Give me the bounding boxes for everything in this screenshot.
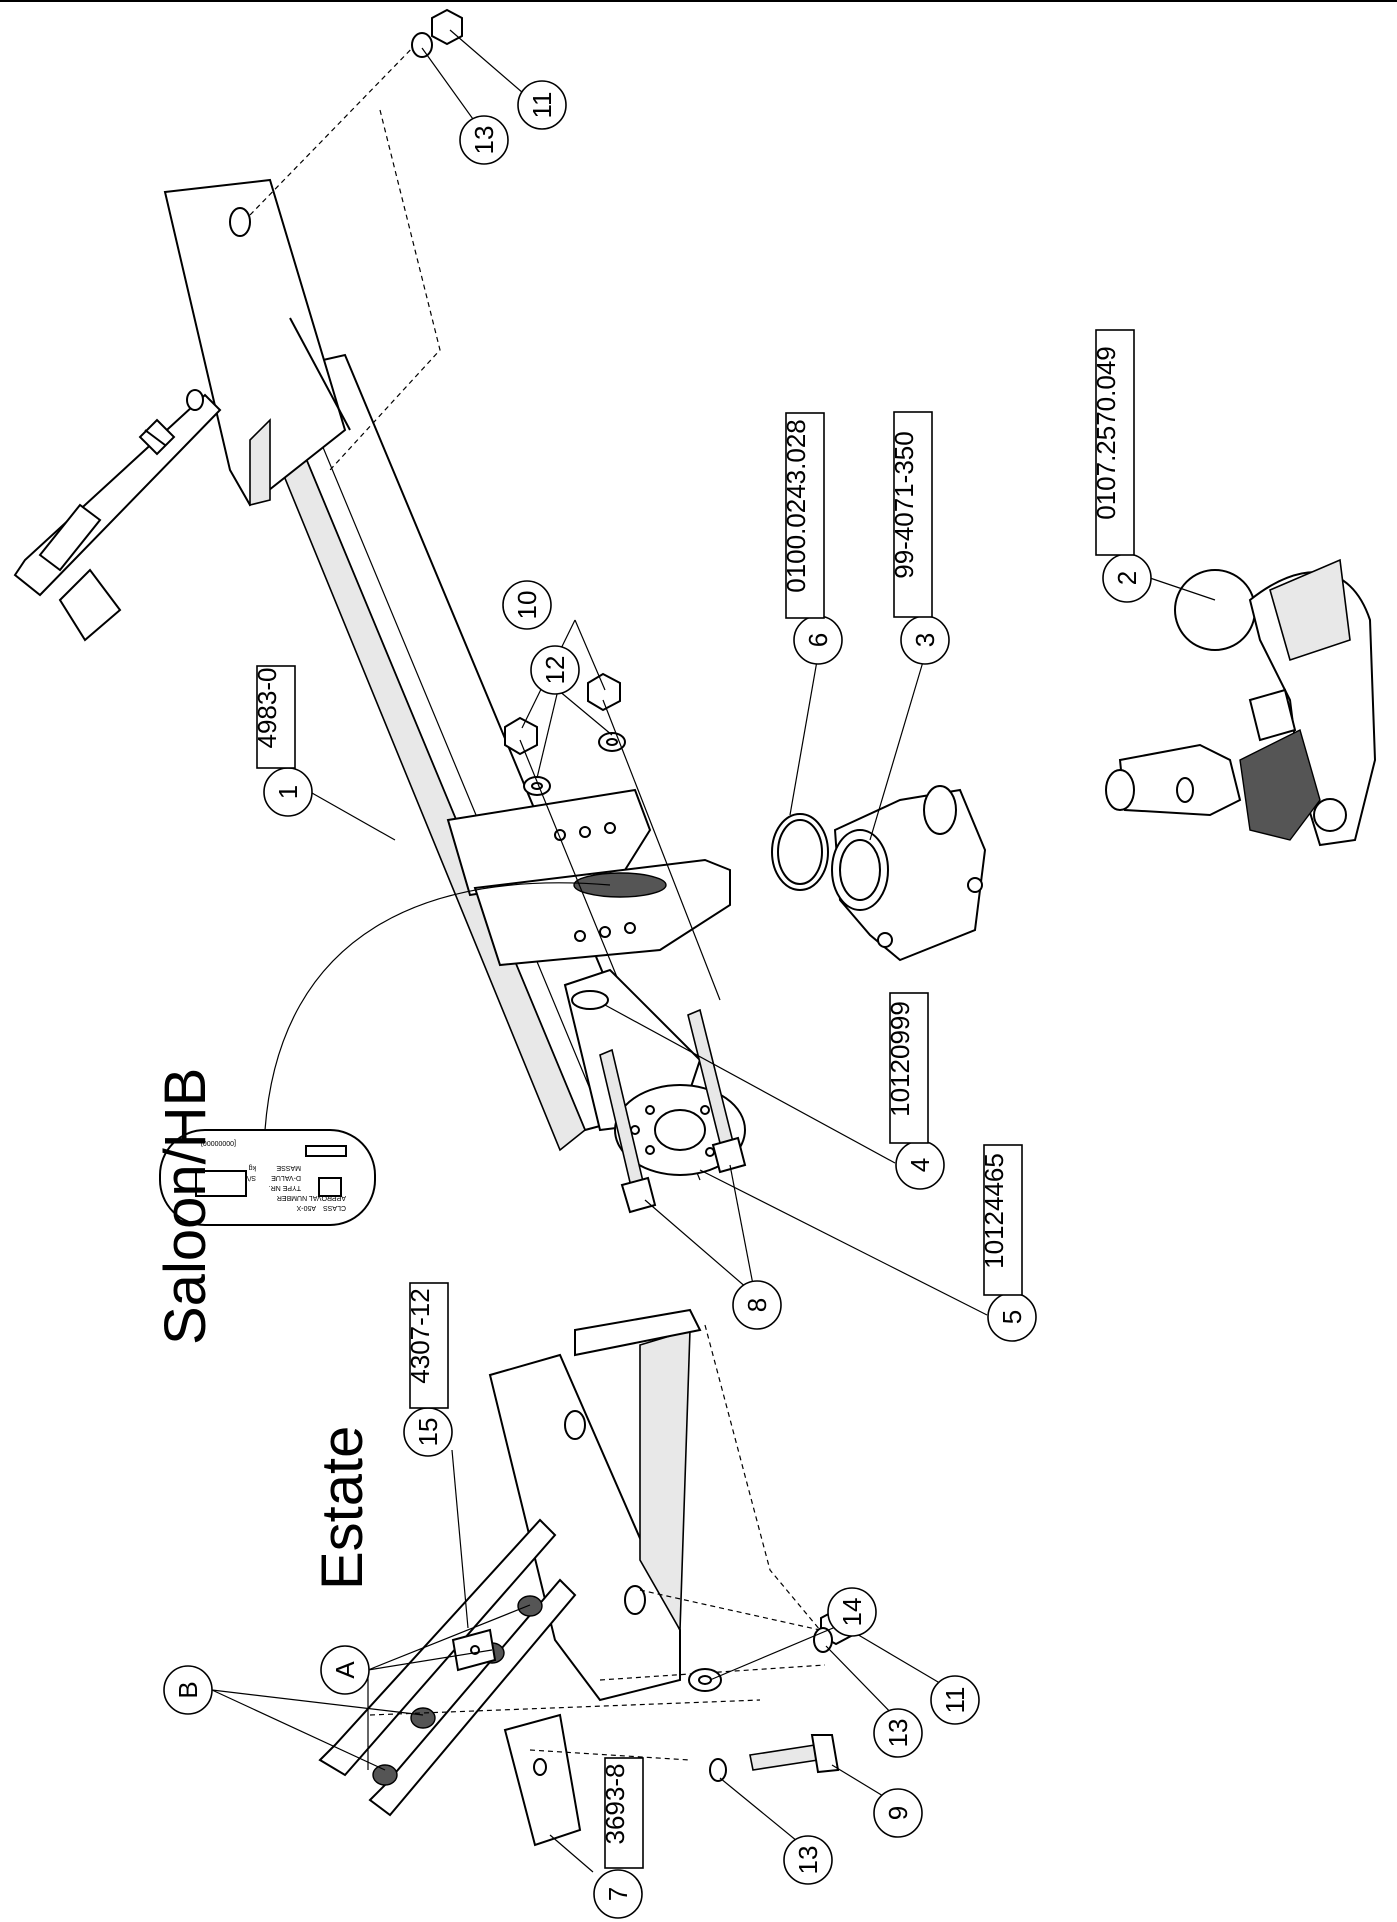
flange-assembly (563, 968, 747, 1214)
plate-line6: MASSE (276, 1164, 301, 1171)
part-number-7: 3693-8 (600, 1757, 644, 1869)
towball-hook (1105, 558, 1377, 847)
plate-line8: kg (249, 1164, 257, 1171)
estate-label: Estate (310, 1426, 375, 1590)
bubble-B: B (163, 1665, 213, 1715)
bubble-B-text: B (173, 1681, 203, 1698)
bubble-A: A (320, 1645, 370, 1695)
part-number-1: 4983-0 (252, 665, 296, 769)
part-number-15: 4307-12 (405, 1282, 449, 1409)
rail-nut-B2 (410, 1707, 436, 1729)
flange-4-hole (571, 990, 609, 1010)
plate-line2: A50-X (296, 1204, 316, 1211)
plate-line1: CLASS (323, 1204, 346, 1211)
plate-text-group: CLASS A50-X APPROVAL NUMBER TYPE NR. D-V… (195, 1139, 347, 1211)
bubble-15-text: 15 (413, 1418, 443, 1447)
bubble-8: 8 (732, 1280, 782, 1330)
upper-mounting-rail (13, 389, 222, 642)
part-number-5: 10124465 (979, 1144, 1023, 1296)
bubble-13-bottom: 13 (783, 1835, 833, 1885)
bubble-13-bottom-text: 13 (793, 1846, 823, 1875)
bubble-5-text: 5 (997, 1310, 1027, 1324)
bubble-15: 15 (403, 1407, 453, 1457)
bubble-5: 5 (987, 1292, 1037, 1342)
bubble-4-text: 4 (905, 1158, 935, 1172)
bubble-9: 9 (873, 1788, 923, 1838)
lower-mounting-rail (318, 1518, 577, 1817)
part-7-plate (503, 1713, 582, 1847)
rail-nut-A2 (517, 1595, 543, 1617)
bubble-13-top-text: 13 (469, 126, 499, 155)
leader-lines (211, 29, 1216, 1873)
bolt-9 (749, 1744, 819, 1771)
saloon-hb-label: Saloon/HB (153, 1068, 218, 1345)
bottom-fasteners (411, 8, 852, 1782)
bracket-bolt-hole (229, 207, 251, 237)
callout-bubbles: 1 2 3 4 5 6 7 8 9 10 11 11 12 13 13 13 1… (163, 80, 1152, 1919)
nut-11-top (431, 8, 463, 46)
lower-bracket-hole-2 (624, 1585, 646, 1615)
washer-13-top (411, 32, 433, 58)
plate-line4: TYPE NR. (269, 1184, 301, 1191)
part-number-3: 99-4071-350 (889, 411, 933, 618)
part-number-15-text: 4307-12 (405, 1288, 435, 1383)
washer-13-bottom (709, 1758, 727, 1782)
bubble-13-mid-text: 13 (883, 1719, 913, 1748)
bubble-7: 7 (593, 1869, 643, 1919)
bubble-11-bottom: 11 (930, 1675, 980, 1725)
bubble-8-text: 8 (742, 1298, 772, 1312)
plate-line5: D-VALUE (271, 1174, 301, 1181)
part-number-6-text: 0100.0243.028 (781, 419, 811, 593)
bubble-14-text: 14 (837, 1598, 867, 1627)
part-number-5-text: 10124465 (979, 1153, 1009, 1269)
bubble-10: 10 (502, 580, 552, 630)
bubble-6: 6 (793, 615, 843, 665)
lower-bracket-hole-1 (564, 1410, 586, 1440)
bubble-A-text: A (330, 1661, 360, 1679)
bubble-1-text: 1 (273, 785, 303, 799)
part-number-boxes: 4983-0 0107.2570.049 99-4071-350 1012099… (252, 329, 1135, 1869)
plate-line9: [00000000] (201, 1139, 236, 1146)
bubble-12: 12 (530, 645, 580, 695)
part-number-6: 0100.0243.028 (781, 412, 825, 619)
bubble-12-text: 12 (540, 656, 570, 685)
bubble-4: 4 (895, 1140, 945, 1190)
part-number-4: 10120999 (885, 992, 929, 1144)
towball (1174, 569, 1256, 651)
bubble-11-bottom-text: 11 (940, 1687, 970, 1714)
bubble-1: 1 (263, 767, 313, 817)
bubble-11-top: 11 (517, 80, 567, 130)
bubble-2: 2 (1102, 553, 1152, 603)
rail-nut-B1 (372, 1764, 398, 1786)
lower-side-bracket (488, 1308, 702, 1702)
nut-10-right (587, 672, 621, 712)
part-number-3-text: 99-4071-350 (889, 431, 919, 578)
part-number-4-text: 10120999 (885, 1001, 915, 1117)
bubble-13-mid: 13 (873, 1708, 923, 1758)
part-number-1-text: 4983-0 (252, 668, 282, 749)
nut-10-left (504, 716, 538, 756)
part-number-2-text: 0107.2570.049 (1091, 346, 1121, 520)
bubble-13-top: 13 (459, 115, 509, 165)
bubble-11-top-text: 11 (527, 92, 557, 119)
part-number-7-text: 3693-8 (600, 1764, 630, 1845)
part-number-2: 0107.2570.049 (1091, 329, 1135, 556)
type-plate: CLASS A50-X APPROVAL NUMBER TYPE NR. D-V… (159, 882, 611, 1226)
bubble-3-text: 3 (910, 633, 940, 647)
upper-side-bracket (163, 178, 351, 507)
nuts-and-washers (504, 672, 721, 1181)
bubble-2-text: 2 (1112, 571, 1142, 585)
bubble-3: 3 (900, 615, 950, 665)
center-mounting-plates (446, 788, 731, 967)
plate-line3: APPROVAL NUMBER (277, 1194, 346, 1201)
bubble-9-text: 9 (883, 1806, 913, 1820)
bubble-14: 14 (827, 1587, 877, 1637)
bubble-6-text: 6 (803, 633, 833, 647)
washer-13-mid (813, 1627, 833, 1653)
plate-line7: S/V (244, 1174, 256, 1181)
bubble-7-text: 7 (603, 1887, 633, 1901)
bubble-10-text: 10 (512, 591, 542, 620)
plate-slot (573, 872, 667, 898)
